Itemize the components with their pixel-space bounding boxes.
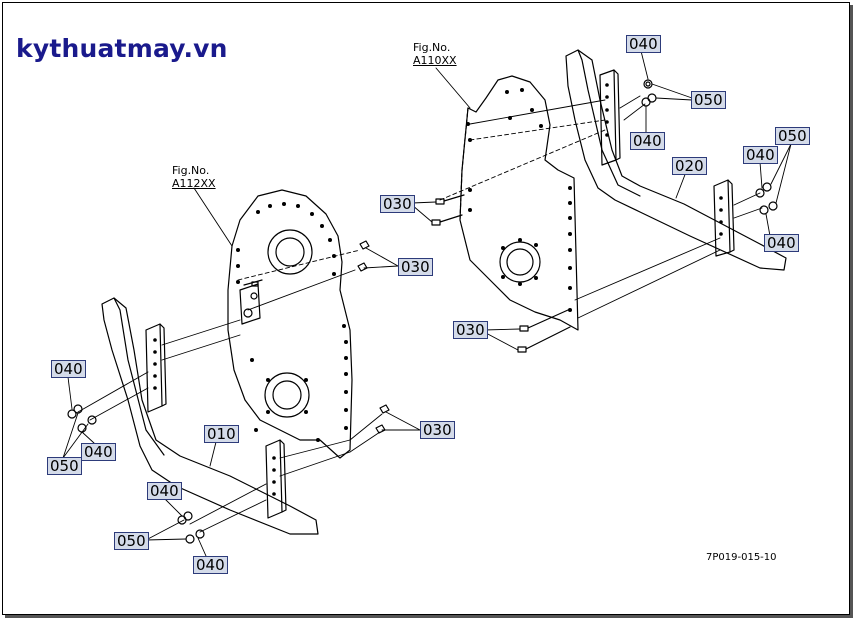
- callout-040[interactable]: 040: [626, 35, 661, 53]
- right-bracket-holes: [605, 83, 723, 236]
- callout-010[interactable]: 010: [204, 425, 239, 443]
- callout-030[interactable]: 030: [398, 258, 433, 276]
- right-plate-holes: [466, 88, 572, 312]
- figure-id: A112XX: [172, 177, 216, 190]
- callout-050[interactable]: 050: [47, 457, 82, 475]
- callout-030[interactable]: 030: [380, 195, 415, 213]
- callout-030[interactable]: 030: [420, 421, 455, 439]
- left-bracket-010: [102, 298, 318, 534]
- figure-reference-a112xx: Fig.No. A112XX: [172, 164, 216, 190]
- right-assembly-lines: [440, 96, 762, 318]
- callout-050[interactable]: 050: [114, 532, 149, 550]
- leader-lines: [63, 51, 791, 556]
- figure-id: A110XX: [413, 54, 457, 67]
- left-bracket-holes: [153, 338, 276, 496]
- callout-050[interactable]: 050: [775, 127, 810, 145]
- figure-no-label: Fig.No.: [413, 41, 451, 54]
- callout-020[interactable]: 020: [672, 157, 707, 175]
- callout-040[interactable]: 040: [147, 482, 182, 500]
- right-bracket-020: [566, 50, 786, 270]
- callout-040[interactable]: 040: [743, 146, 778, 164]
- right-plate: [460, 76, 578, 330]
- left-plate-holes: [236, 202, 348, 442]
- callout-040[interactable]: 040: [81, 443, 116, 461]
- callout-040[interactable]: 040: [764, 234, 799, 252]
- callout-040[interactable]: 040: [193, 556, 228, 574]
- figure-no-label: Fig.No.: [172, 164, 210, 177]
- figure-reference-a110xx: Fig.No. A110XX: [413, 41, 457, 67]
- callout-040[interactable]: 040: [51, 360, 86, 378]
- document-id: 7P019-015-10: [706, 552, 777, 563]
- left-plate: [228, 190, 352, 458]
- callout-040[interactable]: 040: [630, 132, 665, 150]
- callout-030[interactable]: 030: [453, 321, 488, 339]
- callout-050[interactable]: 050: [691, 91, 726, 109]
- left-assembly-lines: [78, 250, 382, 532]
- watermark-text: kythuatmay.vn: [16, 34, 228, 63]
